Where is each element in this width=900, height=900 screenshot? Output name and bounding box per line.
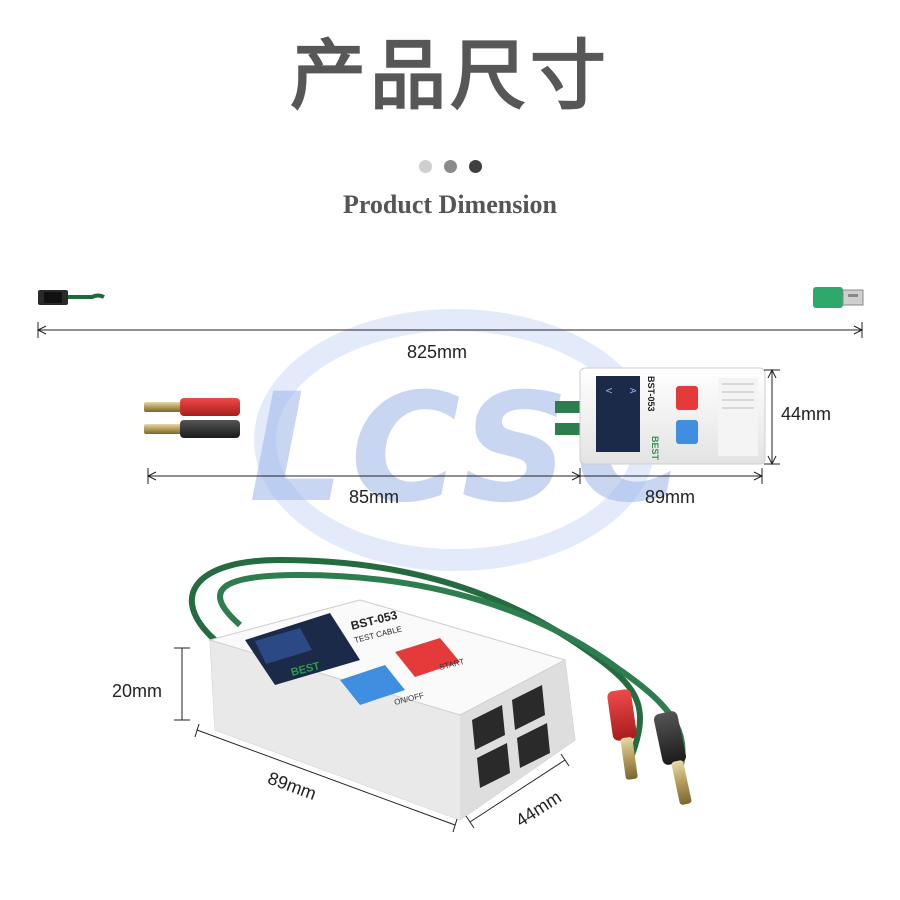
label-device-length: 89mm	[645, 487, 696, 507]
dim-lines-middle	[146, 368, 780, 484]
dot-mid	[443, 160, 457, 173]
svg-text:V: V	[604, 388, 613, 394]
page-title-cn: 产品尺寸	[290, 31, 610, 120]
label-device-height: 44mm	[781, 404, 832, 424]
device-top-view: V A BST-053 BEST	[579, 367, 766, 465]
dim-line-cable	[36, 322, 864, 338]
label-lead-length: 85mm	[349, 487, 400, 507]
dim-lines-bottom	[174, 647, 570, 833]
page-title-en: Product Dimension	[342, 190, 558, 219]
test-leads	[144, 398, 580, 438]
full-cable	[38, 287, 864, 308]
device-perspective-view: BST-053 TEST CABLE BEST START ON/OFF	[188, 556, 692, 821]
dot-dark	[468, 160, 482, 173]
label-side-height: 20mm	[112, 681, 163, 701]
svg-text:BEST: BEST	[650, 436, 660, 461]
title-dots	[0, 160, 900, 173]
svg-text:BST-053: BST-053	[646, 376, 656, 412]
svg-text:A: A	[628, 388, 637, 394]
label-cable-length: 825mm	[407, 342, 468, 362]
dot-light	[418, 160, 432, 173]
